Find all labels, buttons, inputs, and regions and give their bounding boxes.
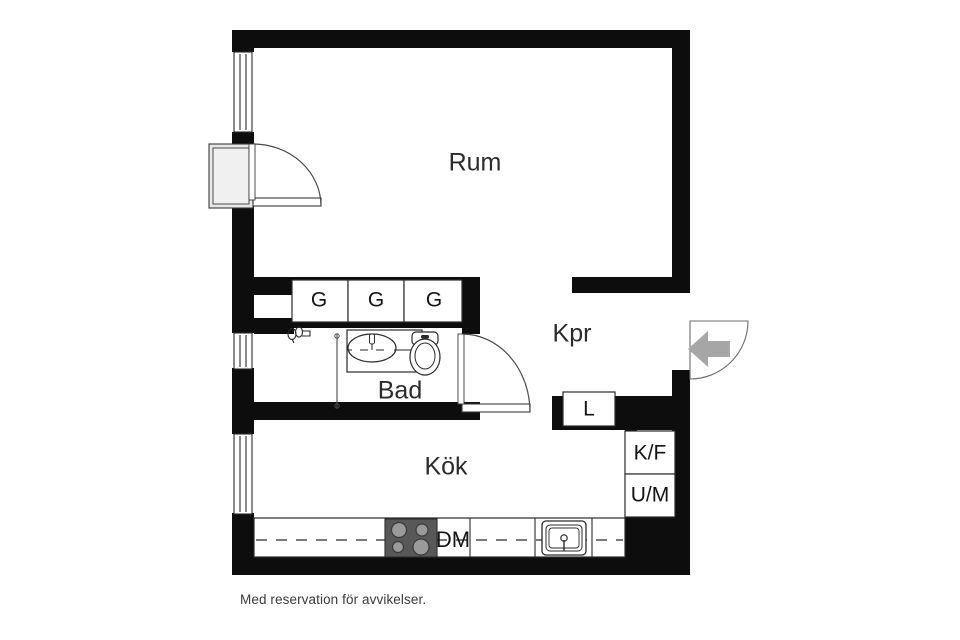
bathroom-door-leaf (461, 403, 531, 413)
entrance-arrow-icon (688, 331, 730, 367)
bathroom-door (457, 333, 531, 413)
closet-g-3-box (403, 279, 463, 323)
balcony-door (208, 143, 322, 209)
wall-closet-bottom (294, 318, 466, 328)
wall-left-seg-b (232, 205, 254, 333)
kitchen-counter-group: DM (253, 517, 626, 558)
window-bad-left (233, 332, 253, 370)
closet-g-3-label: G (426, 289, 442, 312)
bathroom-faucet-icon (369, 333, 375, 345)
dishwasher-label: DM (436, 527, 470, 552)
closet-g-2-label: G (368, 289, 384, 312)
disclaimer-caption: Med reservation för avvikelser. (240, 592, 427, 607)
shower-divider-node-bottom (334, 403, 340, 409)
room-label-rum: Rum (449, 149, 502, 177)
wall-left-top-stub (232, 30, 254, 52)
box-l-label: L (583, 398, 595, 421)
room-labels-group: Rum Bad Kök Kpr (378, 149, 592, 481)
window-kok-left (233, 433, 253, 515)
shower-mixer-icon (287, 326, 311, 344)
room-label-kpr: Kpr (553, 320, 592, 348)
stove-icon (384, 518, 438, 558)
closet-g-1-label: G (311, 289, 327, 312)
window-rum-left (233, 51, 253, 133)
room-label-bad: Bad (378, 377, 422, 405)
closet-g-2-box (347, 279, 405, 323)
box-l-rect (562, 391, 616, 427)
box-um-rect (624, 473, 676, 518)
balcony-door-leaf (252, 197, 322, 207)
entrance-door (688, 320, 749, 380)
utility-boxes-group: L K/F U/M (562, 391, 676, 518)
room-label-kok: Kök (424, 453, 468, 481)
wall-kpr-top (572, 277, 690, 293)
windows-group (233, 51, 253, 515)
kitchen-sink-icon (541, 520, 587, 556)
closets-group: G G G (291, 279, 463, 323)
box-um-label: U/M (631, 484, 670, 507)
wall-bad-left-nub (254, 318, 294, 334)
box-kf-rect (624, 430, 676, 475)
balcony-door-hinge (248, 143, 256, 201)
bathroom-door-swing-arc (461, 333, 531, 413)
wall-right-upper (672, 30, 690, 282)
wall-bad-right-stub (462, 318, 480, 334)
wall-bottom (232, 557, 690, 575)
box-kf-label: K/F (634, 442, 667, 465)
wall-left-seg-c (232, 368, 254, 434)
wall-right-appliance (672, 420, 690, 520)
shower-divider-node-top (334, 333, 340, 339)
balcony-door-swing-arc (252, 143, 322, 207)
toilet-icon (409, 331, 441, 376)
bathroom-door-hinge (457, 333, 465, 405)
bathroom-fixtures (287, 326, 441, 409)
wall-bad-right-upper (462, 277, 480, 323)
balcony-plate-inner (212, 147, 250, 205)
wall-top (232, 30, 690, 48)
closet-g-1-box (291, 279, 349, 323)
wall-kok-right-block (625, 517, 690, 575)
wall-bad-kok (254, 402, 470, 420)
